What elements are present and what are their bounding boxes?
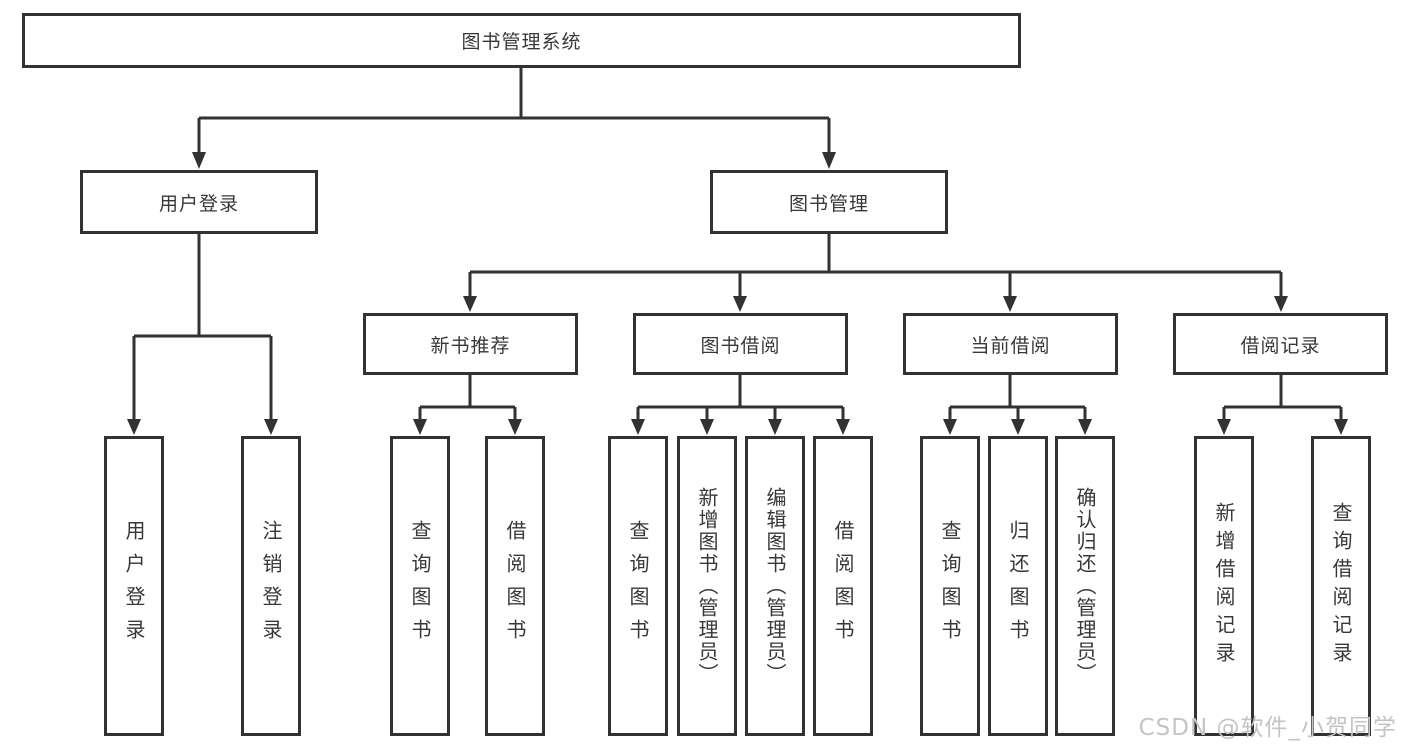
leaf-label: 查询图书 xyxy=(626,520,650,652)
connector-book-management-to-level3 xyxy=(463,234,1288,312)
csdn-watermark: CSDN @软件_小贺同学 xyxy=(1138,715,1397,741)
leaf-label: 查询图书 xyxy=(408,520,432,652)
leaf-label: 用户登录 xyxy=(122,520,146,652)
connector-new-book-recommendation-to-leaves xyxy=(413,375,522,435)
connector-root-to-level2 xyxy=(192,68,836,169)
leaf-borrowing-query-books: 查询图书 xyxy=(608,436,668,736)
leaf-label: 借阅图书 xyxy=(831,520,855,652)
leaf-borrowing-add-book-admin: 新增图书（管理员） xyxy=(677,436,737,736)
node-label: 用户登录 xyxy=(158,192,239,215)
leaf-label: 确认归还（管理员） xyxy=(1073,487,1097,685)
leaf-recommend-borrow-books: 借阅图书 xyxy=(485,436,545,736)
leaf-current-query-books: 查询图书 xyxy=(920,436,980,736)
leaf-current-return-books: 归还图书 xyxy=(988,436,1048,736)
node-borrowing-records: 借阅记录 xyxy=(1173,313,1388,375)
leaf-records-add-borrow-record: 新增借阅记录 xyxy=(1194,436,1254,736)
leaf-logout: 注销登录 xyxy=(241,436,301,736)
connector-user-login-to-leaves xyxy=(127,234,278,435)
node-label: 借阅记录 xyxy=(1240,334,1321,357)
leaf-current-confirm-return-admin: 确认归还（管理员） xyxy=(1055,436,1115,736)
connector-current-borrowing-to-leaves xyxy=(943,375,1092,435)
leaf-label: 编辑图书（管理员） xyxy=(763,487,787,685)
node-label: 图书借阅 xyxy=(700,334,781,357)
node-user-login: 用户登录 xyxy=(80,170,318,234)
node-new-book-recommendation: 新书推荐 xyxy=(363,313,578,375)
node-label: 图书管理 xyxy=(788,192,869,215)
leaf-label: 归还图书 xyxy=(1006,520,1030,652)
node-book-management: 图书管理 xyxy=(710,170,948,234)
node-book-borrowing: 图书借阅 xyxy=(633,313,848,375)
leaf-recommend-query-books: 查询图书 xyxy=(390,436,450,736)
leaf-label: 借阅图书 xyxy=(503,520,527,652)
leaf-borrowing-edit-book-admin: 编辑图书（管理员） xyxy=(745,436,805,736)
leaf-records-query-borrow-record: 查询借阅记录 xyxy=(1311,436,1371,736)
leaf-label: 新增图书（管理员） xyxy=(695,487,719,685)
connector-borrowing-records-to-leaves xyxy=(1217,375,1348,435)
leaf-label: 注销登录 xyxy=(259,520,283,652)
node-label: 图书管理系统 xyxy=(461,31,582,53)
leaf-label: 新增借阅记录 xyxy=(1212,502,1236,670)
connector-book-borrowing-to-leaves xyxy=(631,375,850,435)
leaf-borrowing-borrow-books: 借阅图书 xyxy=(813,436,873,736)
node-library-management-system: 图书管理系统 xyxy=(22,13,1021,68)
leaf-user-login: 用户登录 xyxy=(104,436,164,736)
node-label: 新书推荐 xyxy=(430,334,511,357)
node-label: 当前借阅 xyxy=(970,334,1051,357)
node-current-borrowing: 当前借阅 xyxy=(903,313,1118,375)
leaf-label: 查询图书 xyxy=(938,520,962,652)
leaf-label: 查询借阅记录 xyxy=(1329,502,1353,670)
